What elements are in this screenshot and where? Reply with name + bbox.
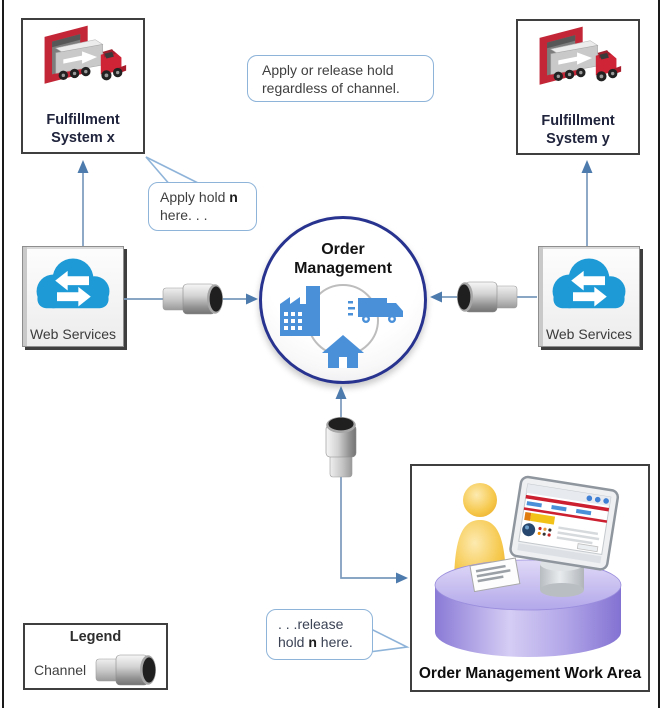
order-management-icons [280,284,403,369]
factory-windows [284,312,302,331]
web-services-left-label: Web Services [29,326,117,342]
callout-apply-release-note: Apply or release hold regardless of chan… [247,55,434,102]
work-area-label: Order Management Work Area [418,665,642,682]
node-web-services-right: Web Services [538,246,640,347]
arrow-up-icon [77,160,89,173]
desk-cylinder-icon [434,559,622,657]
page-left-rule [2,0,4,708]
node-order-management: Order Management [259,216,427,384]
connector-ws-right-to-fulfillment-y [581,160,593,246]
channel-coupling-left-icon [162,283,224,315]
connector-ws-right-to-order-management [430,281,537,313]
release-hold-line1: . . .release [278,616,344,632]
connector-ws-left-to-fulfillment-x [77,160,89,246]
node-fulfillment-system-x: Fulfillment System x [21,18,145,154]
monitor-icon [509,475,620,571]
legend-title: Legend [69,629,122,645]
legend-box: Legend Channel [23,623,168,690]
callout-note-line2: regardless of channel. [262,80,400,97]
cloud-transfer-icon [552,258,626,309]
factory-icon [280,286,320,337]
arrow-right-icon [246,293,258,305]
cloud-transfer-icon [36,258,110,309]
callout-apply-hold: Apply hold n here. . . [148,182,257,231]
legend-channel-label: Channel [34,662,87,678]
apply-hold-line1: Apply hold n [160,189,238,205]
node-fulfillment-system-y: Fulfillment System y [516,19,640,155]
arrow-right-icon [396,572,408,584]
document-icon [469,557,521,593]
order-management-label: Order Management [294,241,392,278]
connector-ws-left-to-order-management [124,283,258,315]
web-services-right-label: Web Services [545,326,633,342]
loading-dock-truck-icon [539,26,622,85]
delivery-truck-icon [348,298,403,324]
node-order-management-work-area: Order Management Work Area [410,464,650,692]
arrow-left-icon [430,291,442,303]
arrow-up-icon [335,386,347,399]
loading-dock-truck-icon [44,25,127,84]
arrow-up-icon [581,160,593,173]
page-right-rule [658,0,660,708]
channel-coupling-right-icon [456,281,518,313]
fulfillment-system-x-label: Fulfillment System x [46,112,120,147]
fulfillment-system-y-label: Fulfillment System y [541,113,615,148]
release-hold-line2: hold n here. [278,634,353,651]
connector-work-area-to-order-management [325,386,408,584]
apply-hold-line2: here. . . [160,207,208,224]
node-web-services-left: Web Services [22,246,124,347]
house-icon [322,335,364,369]
release-hold-bubble-tail [368,626,410,653]
callout-note-line1: Apply or release hold [262,62,394,78]
channel-coupling-bottom-icon [325,416,357,478]
callout-release-hold: . . .release hold n here. [266,609,373,660]
work-area-scene [434,475,622,657]
